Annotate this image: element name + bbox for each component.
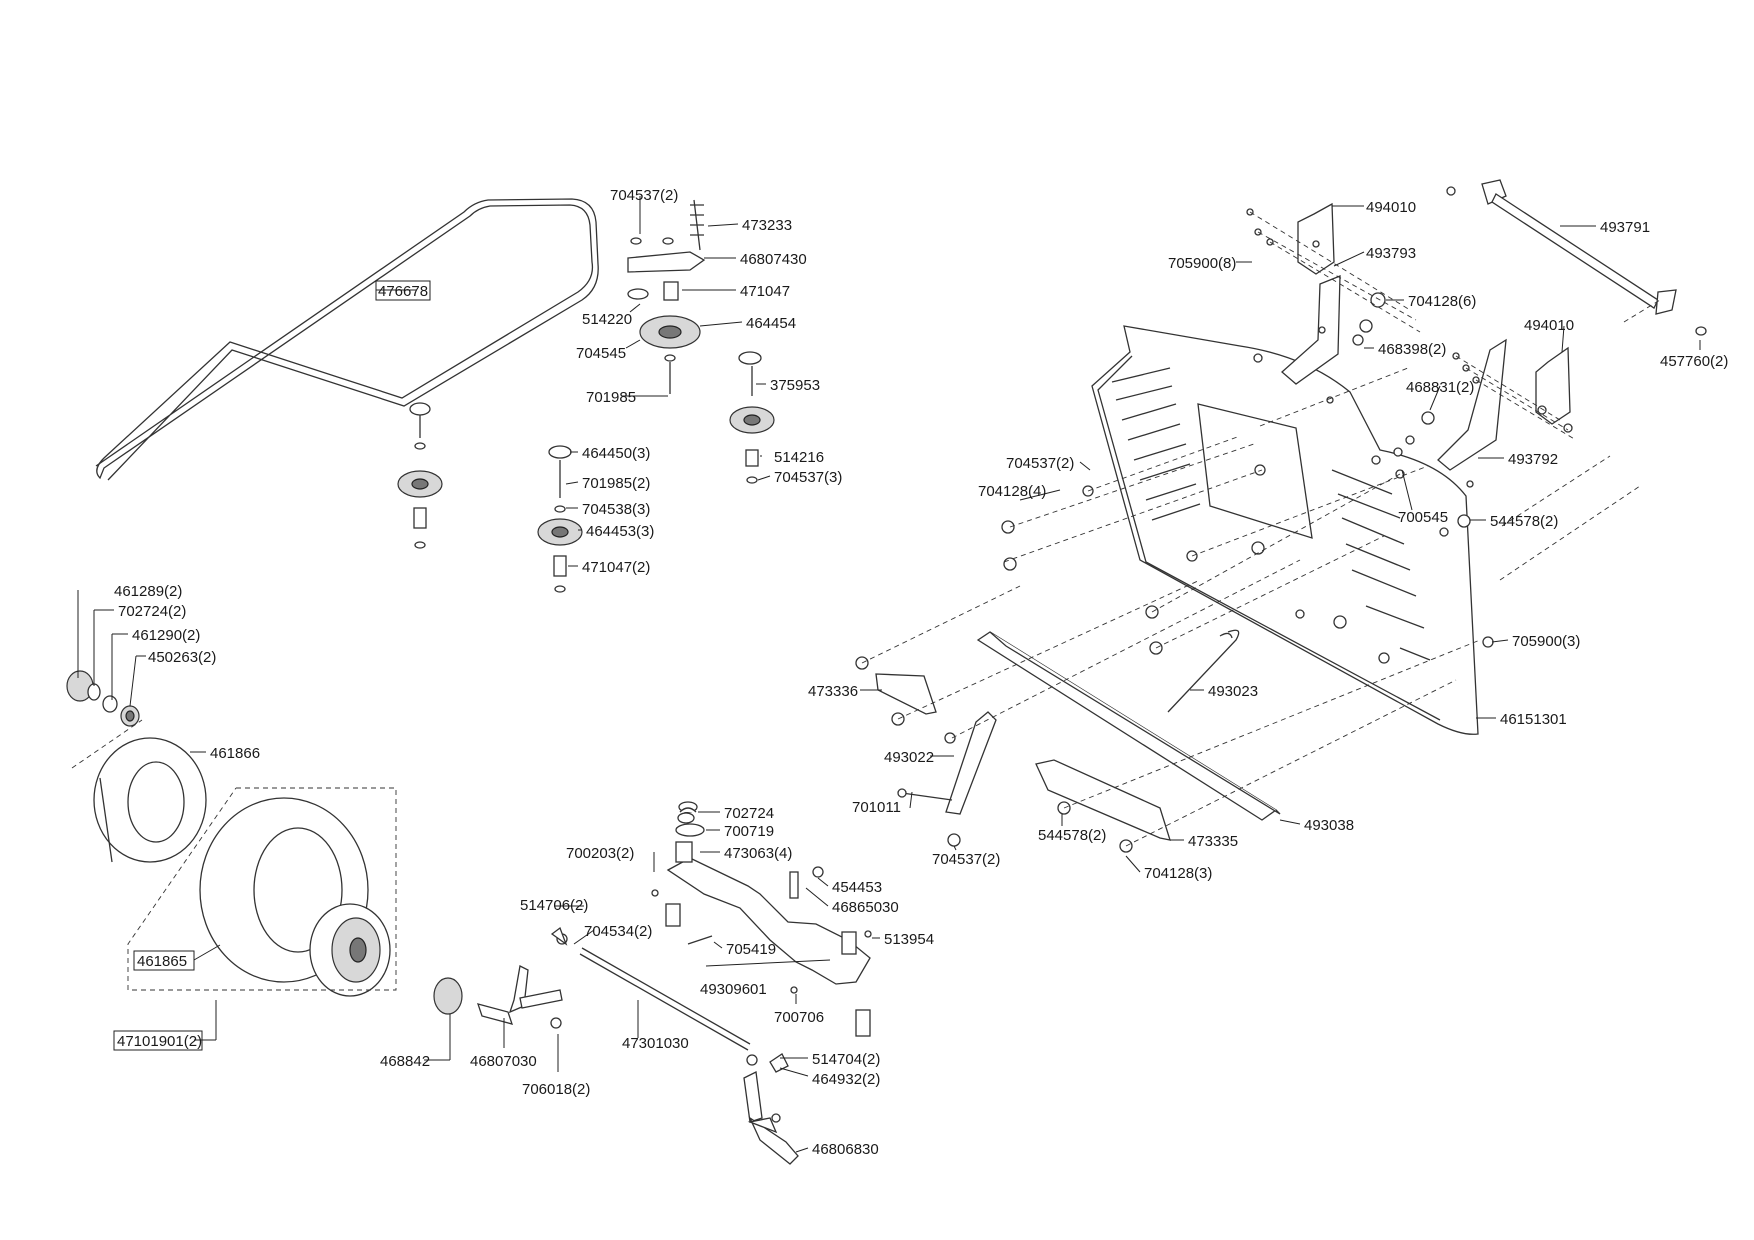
label-494010-top: 494010 [1366, 199, 1416, 216]
label-704545: 704545 [576, 345, 626, 362]
label-46807030: 46807030 [470, 1053, 537, 1070]
label-468842: 468842 [380, 1053, 430, 1070]
bracket-473336 [855, 656, 937, 726]
label-706018-2: 706018(2) [522, 1081, 590, 1098]
wheel-group-box [127, 787, 397, 991]
label-700545: 700545 [1398, 509, 1448, 526]
label-700706: 700706 [774, 1009, 824, 1026]
label-704128-3: 704128(3) [1144, 865, 1212, 882]
lower-rail [976, 631, 1281, 821]
tire-461866 [93, 737, 207, 863]
label-468398-2: 468398(2) [1378, 341, 1446, 358]
label-702724-2: 702724(2) [118, 603, 186, 620]
plate-slots-right [1331, 469, 1431, 661]
drive-belt [95, 198, 599, 481]
link-493022 [897, 711, 997, 847]
label-468831-2: 468831(2) [1406, 379, 1474, 396]
label-704537-3: 704537(3) [774, 469, 842, 486]
label-461866: 461866 [210, 745, 260, 762]
label-514704-2: 514704(2) [812, 1051, 880, 1068]
label-493792: 493792 [1508, 451, 1558, 468]
label-450263-2: 450263(2) [148, 649, 216, 666]
plate-slots-left [1111, 367, 1201, 521]
wheel-461865 [199, 797, 391, 997]
label-454453: 454453 [832, 879, 882, 896]
label-704538-3: 704538(3) [582, 501, 650, 518]
label-704534-2: 704534(2) [584, 923, 652, 940]
label-46865030: 46865030 [832, 899, 899, 916]
label-514220: 514220 [582, 311, 632, 328]
upper-bracket-right [1437, 338, 1571, 471]
label-704537-2-low: 704537(2) [932, 851, 1000, 868]
label-514706-2: 514706(2) [520, 897, 588, 914]
label-461865: 461865 [137, 953, 187, 970]
spindle-left [433, 926, 568, 1029]
label-544578-2-top: 544578(2) [1490, 513, 1558, 530]
label-702724: 702724 [724, 805, 774, 822]
label-700203-2: 700203(2) [566, 845, 634, 862]
label-701011: 701011 [852, 799, 901, 816]
label-46806830: 46806830 [812, 1141, 879, 1158]
crossbar [1446, 179, 1707, 336]
steering-arm-49309601 [665, 812, 872, 1037]
upper-bracket-left [1281, 202, 1341, 385]
label-464932-2: 464932(2) [812, 1071, 880, 1088]
label-461289-2: 461289(2) [114, 583, 182, 600]
assembly-dash-lines [71, 211, 1661, 847]
label-705419: 705419 [726, 941, 776, 958]
part-labels: 476678 704537(2) 473233 46807430 471047 … [114, 187, 1728, 1158]
label-493022: 493022 [884, 749, 934, 766]
label-464450-3: 464450(3) [582, 445, 650, 462]
pin-493023 [1167, 629, 1240, 713]
label-494010-right: 494010 [1524, 317, 1574, 334]
label-464454: 464454 [746, 315, 796, 332]
spindle-right [743, 1053, 799, 1165]
label-701985-2: 701985(2) [582, 475, 650, 492]
label-461290-2: 461290(2) [132, 627, 200, 644]
right-pulley-assembly [729, 351, 775, 484]
label-46807430: 46807430 [740, 251, 807, 268]
label-471047: 471047 [740, 283, 790, 300]
label-49309601: 49309601 [700, 981, 767, 998]
label-493793: 493793 [1366, 245, 1416, 262]
label-473233: 473233 [742, 217, 792, 234]
label-701985: 701985 [586, 389, 636, 406]
label-47301030: 47301030 [622, 1035, 689, 1052]
middle-pulley-assembly [537, 445, 583, 593]
label-705900-3: 705900(3) [1512, 633, 1580, 650]
label-457760-2: 457760(2) [1660, 353, 1728, 370]
label-700719: 700719 [724, 823, 774, 840]
label-705900-8: 705900(8) [1168, 255, 1236, 272]
label-704128-6: 704128(6) [1408, 293, 1476, 310]
label-46151301: 46151301 [1500, 711, 1567, 728]
small-fasteners-center [651, 801, 698, 897]
label-471047-2: 471047(2) [582, 559, 650, 576]
label-boxes [113, 280, 431, 1051]
label-473063-4: 473063(4) [724, 845, 792, 862]
label-704537-2-top: 704537(2) [610, 187, 678, 204]
label-375953: 375953 [770, 377, 820, 394]
label-514216: 514216 [774, 449, 824, 466]
tension-pulley-assembly [627, 199, 706, 394]
bearing-set [66, 670, 140, 727]
label-493038: 493038 [1304, 817, 1354, 834]
belt-idler-assembly [397, 402, 443, 549]
label-473335: 473335 [1188, 833, 1238, 850]
label-513954: 513954 [884, 931, 934, 948]
label-704128-4: 704128(4) [978, 483, 1046, 500]
label-473336: 473336 [808, 683, 858, 700]
label-493023: 493023 [1208, 683, 1258, 700]
label-47101901-2: 47101901(2) [117, 1033, 202, 1050]
label-464453-3: 464453(3) [586, 523, 654, 540]
label-493791: 493791 [1600, 219, 1650, 236]
label-704537-2-mid: 704537(2) [1006, 455, 1074, 472]
label-476678: 476678 [378, 283, 428, 300]
label-544578-2-low: 544578(2) [1038, 827, 1106, 844]
leader-lines [77, 196, 1701, 1153]
